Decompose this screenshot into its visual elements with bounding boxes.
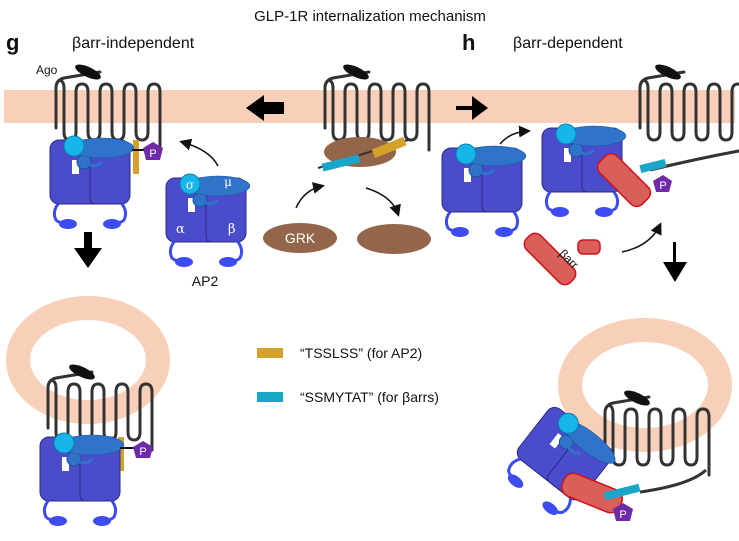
barr-bound-h <box>596 152 652 208</box>
panel-letter-h: h <box>462 30 475 55</box>
phospho-icon-endosome-g: P <box>133 441 153 458</box>
legend: “TSSLSS” (for AP2) “SSMYTAT” (for βarrs) <box>257 345 439 405</box>
ap2-endosome-g <box>38 431 126 528</box>
svg-text:σ: σ <box>186 178 194 192</box>
svg-text:P: P <box>139 446 146 458</box>
phospho-icon: P <box>143 142 163 160</box>
endosome-g <box>6 296 170 424</box>
legend-swatch-tssls <box>257 348 283 358</box>
arrow-left <box>246 95 284 121</box>
legend-label-ssmytat: “SSMYTAT” (for βarrs) <box>300 389 439 405</box>
agonist-icon <box>75 64 101 80</box>
arrow-down-h <box>663 242 687 282</box>
svg-text:β: β <box>228 222 236 237</box>
svg-text:P: P <box>149 148 156 160</box>
ap2-complex-g <box>48 134 136 231</box>
phospho-icon-endosome-h: P <box>613 503 633 521</box>
arrow-right <box>456 96 488 120</box>
svg-text:μ: μ <box>224 175 232 189</box>
panel-letter-g: g <box>6 30 19 55</box>
svg-text:P: P <box>619 509 626 521</box>
ssmytat-motif-center <box>321 154 361 172</box>
ap2-free <box>164 172 252 269</box>
panel-h-title: βarr-dependent <box>513 35 623 52</box>
endosome-h <box>558 318 732 452</box>
barr-free: βarr <box>523 232 601 286</box>
grk-released <box>357 224 431 254</box>
tssls-motif-g <box>133 140 139 174</box>
panel-g-title: βarr-independent <box>72 35 195 52</box>
ap2-label: AP2 <box>192 273 219 289</box>
legend-swatch-ssmytat <box>257 392 283 402</box>
figure-title: GLP-1R internalization mechanism <box>254 8 486 25</box>
ssmytat-motif-h <box>639 158 667 174</box>
arrow-ap2-recruit <box>179 138 219 167</box>
grk-free <box>263 223 337 253</box>
grk-label: GRK <box>285 230 316 246</box>
phospho-icon-h: P <box>653 175 672 192</box>
ap2-h-free <box>440 142 528 239</box>
legend-label-tssls: “TSSLSS” (for AP2) <box>300 345 422 361</box>
svg-text:P: P <box>659 180 666 192</box>
arrow-down-g <box>74 248 102 268</box>
svg-text:α: α <box>176 222 185 237</box>
agonist-label: Ago <box>36 63 58 77</box>
tssls-motif-center <box>371 136 407 159</box>
